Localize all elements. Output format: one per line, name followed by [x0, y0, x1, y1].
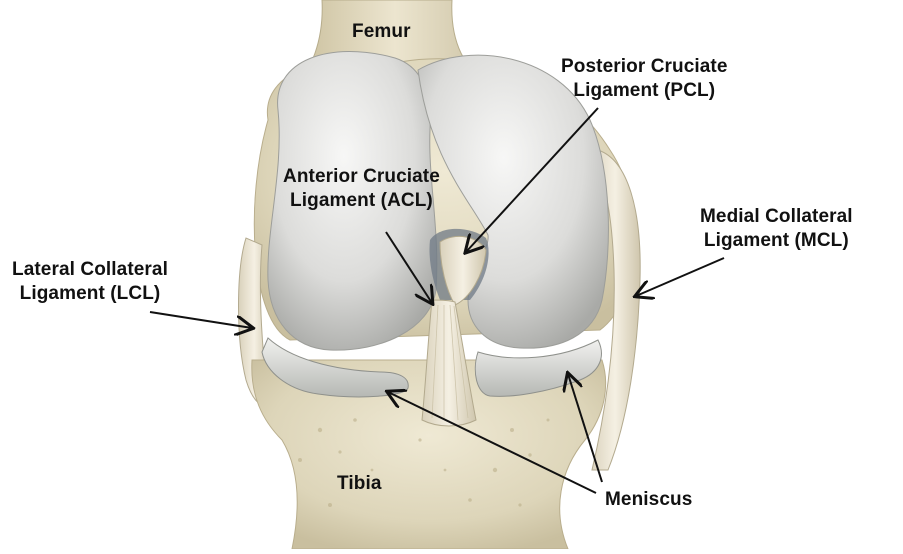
label-mcl-line-2: Ligament (MCL) — [700, 229, 853, 253]
label-pcl: Posterior Cruciate Ligament (PCL) — [561, 55, 728, 103]
label-lcl-line-2: Ligament (LCL) — [12, 282, 168, 306]
label-tibia: Tibia — [337, 472, 382, 496]
label-femur: Femur — [352, 20, 411, 44]
mcl-pointer — [636, 258, 724, 296]
lcl-pointer — [150, 312, 252, 328]
label-mcl-line-1: Medial Collateral — [700, 205, 853, 229]
label-acl-line-2: Ligament (ACL) — [283, 189, 440, 213]
label-pcl-line-1: Posterior Cruciate — [561, 55, 728, 79]
label-femur-text: Femur — [352, 20, 411, 44]
label-meniscus-text: Meniscus — [605, 488, 692, 512]
label-lcl: Lateral Collateral Ligament (LCL) — [12, 258, 168, 306]
label-pcl-line-2: Ligament (PCL) — [561, 79, 728, 103]
label-acl-line-1: Anterior Cruciate — [283, 165, 440, 189]
label-tibia-text: Tibia — [337, 472, 382, 496]
label-mcl: Medial Collateral Ligament (MCL) — [700, 205, 853, 253]
label-lcl-line-1: Lateral Collateral — [12, 258, 168, 282]
label-acl: Anterior Cruciate Ligament (ACL) — [283, 165, 440, 213]
label-meniscus: Meniscus — [605, 488, 692, 512]
